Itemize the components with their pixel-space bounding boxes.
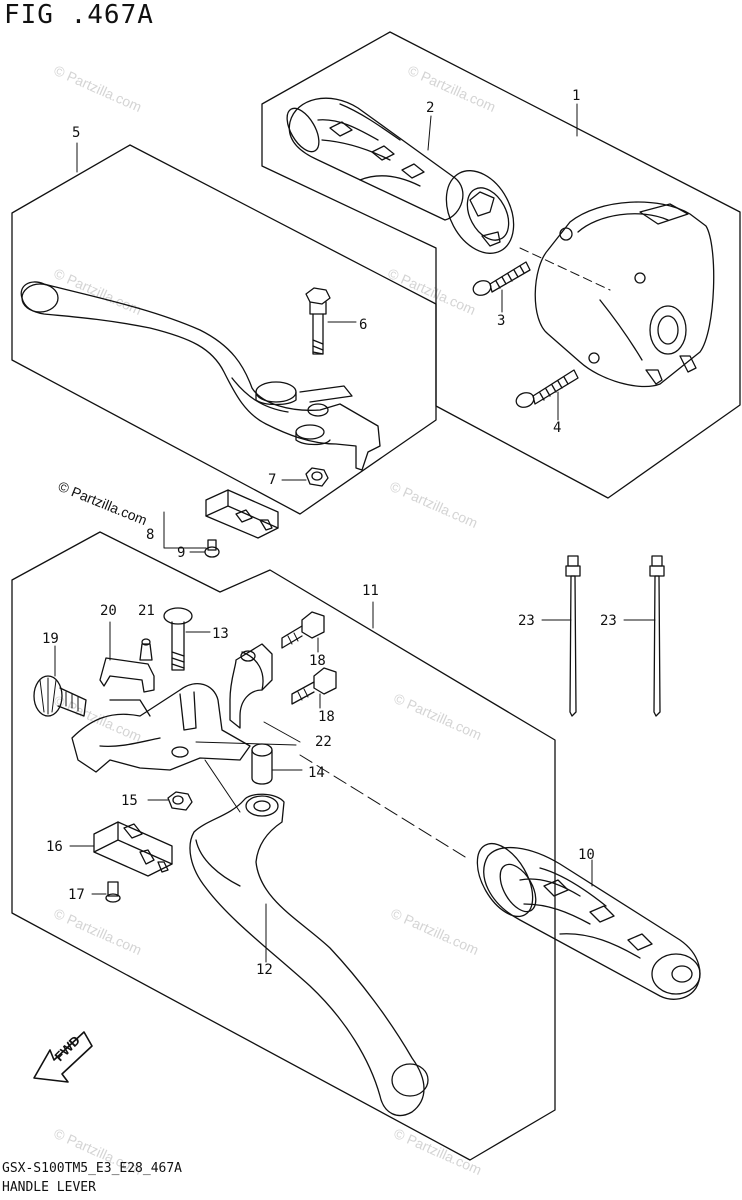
callout-9: 9 [177,545,186,561]
callout-5: 5 [72,125,81,141]
callout-14: 14 [308,765,325,781]
clamp-22 [229,643,301,743]
nut-7 [281,467,329,487]
brake-lever-12 [189,793,429,1117]
adjuster-19 [33,645,87,717]
bracket-20 [99,621,155,693]
callout-8: 8 [146,527,155,543]
nut-15 [147,791,193,811]
callout-23-left: 23 [518,613,535,629]
callout-19: 19 [42,631,59,647]
pin-21 [139,638,153,661]
clutch-switch-8 [163,489,279,549]
callout-13: 13 [212,626,229,642]
clutch-lever [20,281,381,471]
group-frame-1 [261,31,741,499]
callout-1: 1 [572,88,581,104]
pivot-bolt-13 [163,607,211,671]
brake-switch-16 [69,821,173,877]
callout-15: 15 [121,793,138,809]
callout-18-lower: 18 [318,709,335,725]
group-frame-11 [11,531,556,1161]
screw-4 [515,369,579,421]
bushing-14 [251,743,303,785]
callout-18-upper: 18 [309,653,326,669]
fwd-arrow-icon: FWD [33,1031,93,1083]
pivot-bolt-6 [305,287,357,355]
screw-9 [189,539,220,558]
figure-subtitle: HANDLE LEVER [2,1180,96,1195]
bolt-18-upper [281,611,325,653]
group-frame-5 [11,144,437,515]
bolt-18-lower [291,667,337,709]
figure-code: GSX-S100TM5_E3_E28_467A [2,1161,183,1176]
callout-3: 3 [497,313,506,329]
callout-12: 12 [256,962,273,978]
callout-16: 16 [46,839,63,855]
callout-6: 6 [359,317,368,333]
callout-7: 7 [268,472,277,488]
callout-17: 17 [68,887,85,903]
cable-tie-23-left [541,555,581,717]
callout-10: 10 [578,847,595,863]
switch-housing [534,201,715,388]
lever-perch-11 [71,683,297,813]
callout-11: 11 [362,583,379,599]
callout-2: 2 [426,100,435,116]
callout-23-right: 23 [600,613,617,629]
callout-20: 20 [100,603,117,619]
throttle-grip [286,97,515,254]
handle-grip-10 [476,843,701,1000]
cable-tie-23-right [623,555,665,717]
callout-22: 22 [315,734,332,750]
screw-3 [472,261,531,313]
screw-17 [91,881,121,903]
figure-title: FIG .467A [4,0,154,30]
callout-21: 21 [138,603,155,619]
callout-4: 4 [553,420,562,436]
